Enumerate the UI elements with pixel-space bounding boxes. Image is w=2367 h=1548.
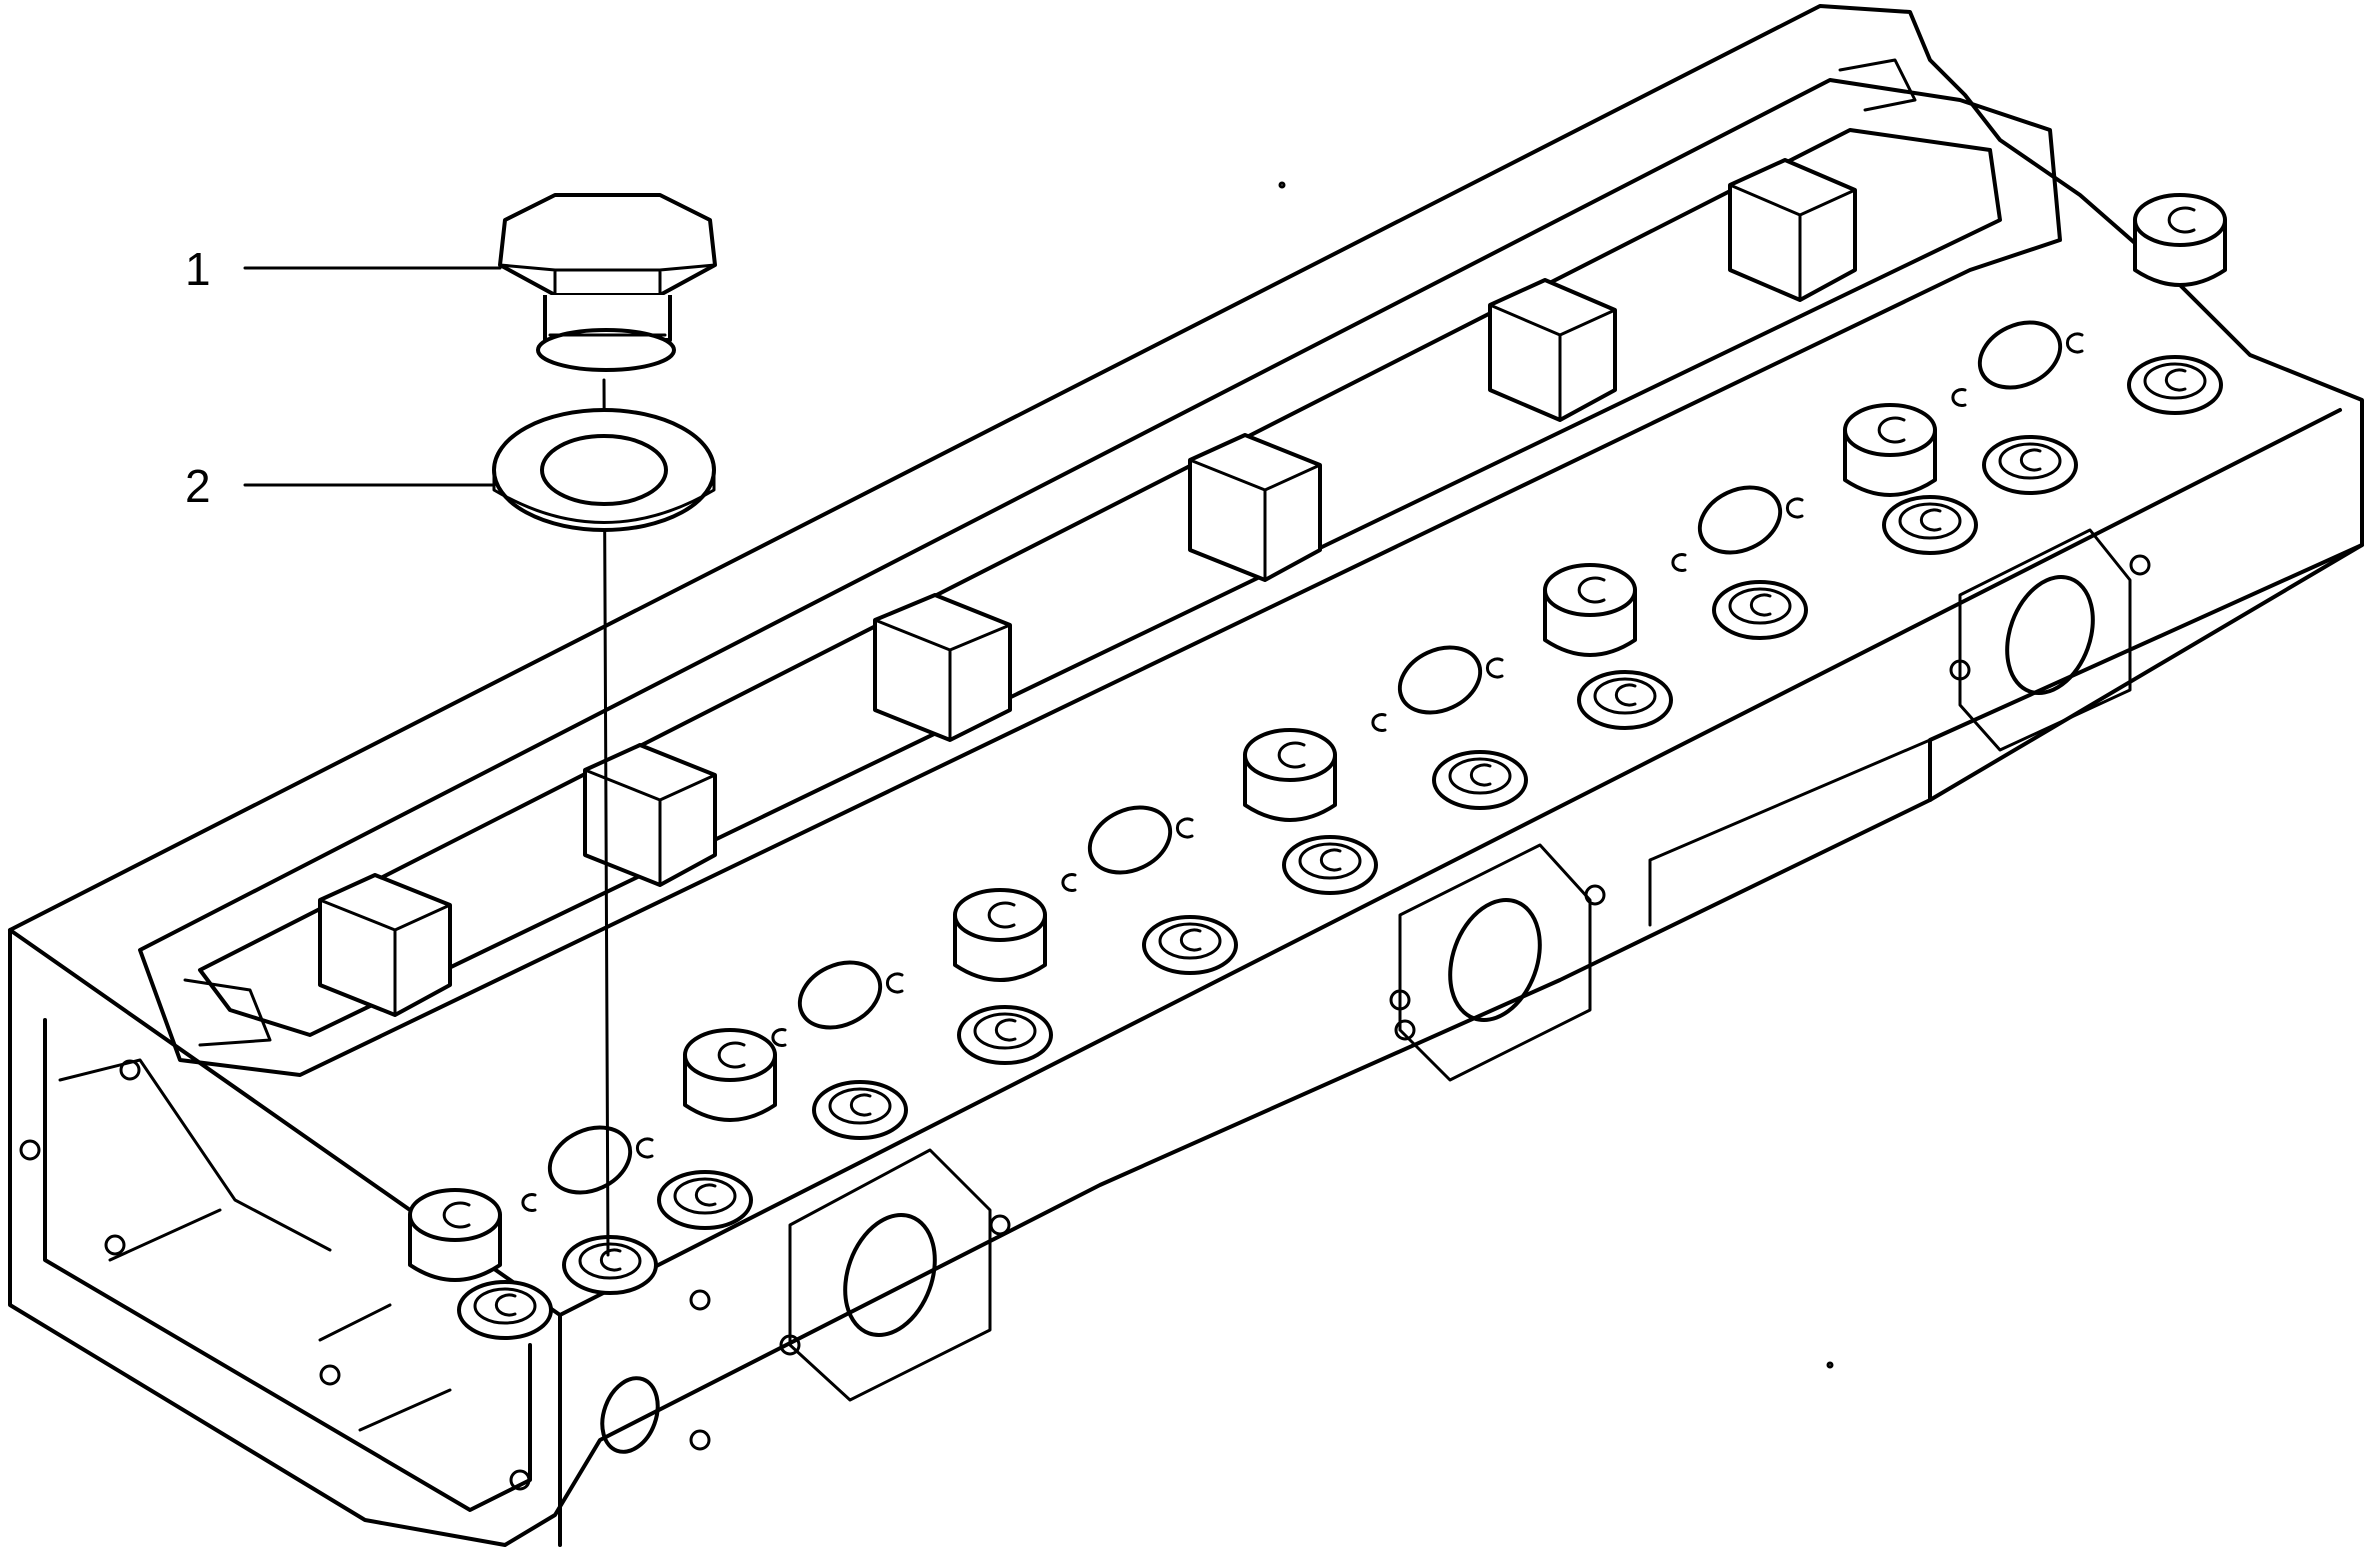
valve-seat-boss: [1712, 580, 1808, 640]
valve-seat-boss: [562, 1235, 658, 1295]
callout-label-2: 2: [185, 460, 211, 512]
injector-bore: [1061, 805, 1194, 892]
port-flange: [788, 1148, 992, 1402]
valve-seat-boss: [457, 1280, 553, 1340]
injector-bore: [521, 1125, 654, 1212]
bolt-holes: [19, 554, 2151, 1491]
valve-guide-boss: [408, 1188, 502, 1282]
bracket-pad: [583, 743, 717, 887]
valve-seat-boss: [957, 1005, 1053, 1065]
plug: [498, 193, 717, 372]
valve-seat-boss: [1882, 495, 1978, 555]
injector-bore: [1671, 485, 1804, 572]
front-end-port: [600, 1376, 660, 1454]
bracket-pad: [1188, 433, 1322, 582]
injector-bore: [1371, 645, 1504, 732]
exploded-parts: 1 2: [185, 193, 717, 1257]
bracket-pad: [1728, 158, 1857, 302]
valve-guide-boss: [1843, 403, 1937, 497]
valve-guide-boss: [1543, 563, 1637, 657]
valve-seat-boss: [657, 1170, 753, 1230]
cylinder-head-body: [8, 4, 2364, 1547]
valve-seat-boss: [812, 1080, 908, 1140]
bracket-pad: [1488, 278, 1617, 422]
valve-guide-boss: [683, 1028, 777, 1122]
callout-label-1: 1: [185, 243, 211, 295]
valve-seat-boss: [1982, 435, 2078, 495]
washer: [492, 408, 716, 532]
valve-seat-boss: [1577, 670, 1673, 730]
valve-seat-boss: [2127, 355, 2223, 415]
valve-seat-boss: [1432, 750, 1528, 810]
valve-seat-boss: [1282, 835, 1378, 895]
valve-guide-boss: [953, 888, 1047, 982]
valve-seat-boss: [1142, 915, 1238, 975]
valve-bosses: [408, 193, 2227, 1340]
port-flange: [1398, 843, 1592, 1082]
valve-guide-boss: [2133, 193, 2227, 287]
injector-bore: [771, 960, 904, 1047]
injector-bore: [1951, 320, 2084, 407]
port-flange: [1958, 528, 2132, 752]
bracket-pad: [873, 593, 1012, 742]
valve-guide-boss: [1243, 728, 1337, 822]
rocker-bracket-pads: [318, 158, 1857, 1017]
port-flanges: [19, 528, 2151, 1491]
bracket-pad: [318, 873, 452, 1017]
